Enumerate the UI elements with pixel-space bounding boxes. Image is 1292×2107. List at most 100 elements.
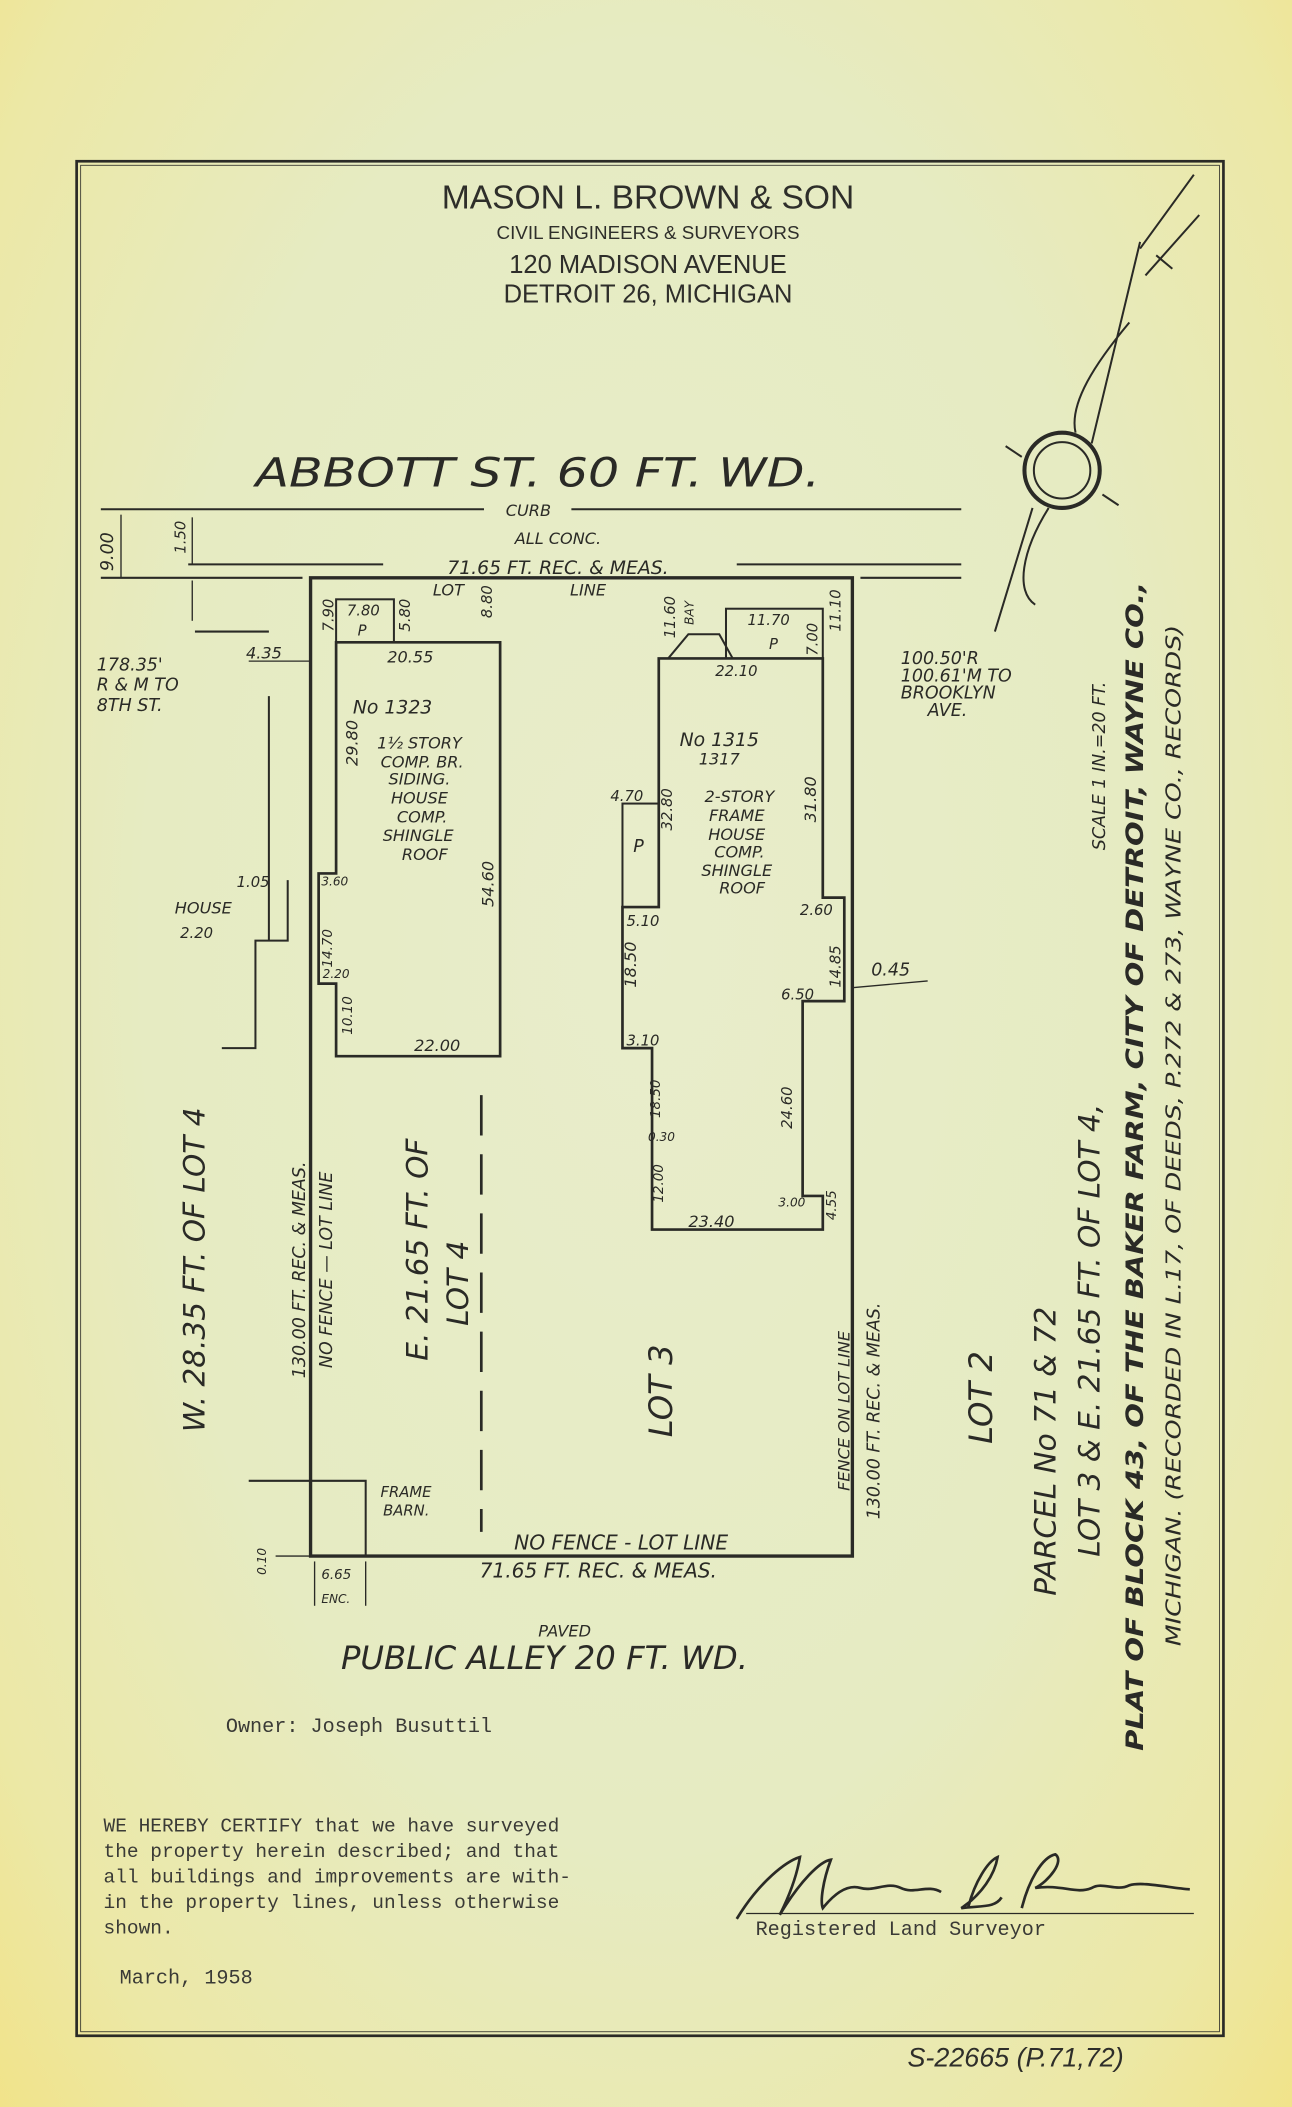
curb-label: CURB [506,501,551,520]
porch-1315-side [621,802,660,909]
dim: 32.80 [659,788,676,830]
dim: 7.90 [320,599,337,632]
dim: 22.10 [715,663,757,680]
dim: 0.30 [648,1130,675,1144]
alley-name: PUBLIC ALLEY 20 FT. WD. [341,1639,748,1677]
dim: 3.00 [778,1196,805,1210]
dim: 18.50 [649,1080,664,1118]
dim: 1.05 [237,874,270,891]
firm-address: 120 MADISON AVENUE [509,251,787,279]
dim: 11.10 [827,589,844,631]
dim: 6.65 [321,1568,351,1583]
certification-text: WE HEREBY CERTIFY that we have surveyed [104,1816,560,1838]
surveyor-signature [735,1852,1194,1920]
east-distance-note: AVE. [927,701,968,721]
certification-text: shown. [104,1918,174,1940]
house-1323-desc: HOUSE [391,789,449,808]
lot-label: LOT [433,580,465,599]
dim: 2.20 [323,967,350,981]
firm-subtitle: CIVIL ENGINEERS & SURVEYORS [497,222,800,243]
dim: P [633,837,644,857]
dim: 11.70 [748,612,790,629]
dim: 3.10 [627,1032,660,1049]
dim: 12.00 [652,1164,667,1202]
dim: 11.60 [662,596,679,638]
sheet-border-inner [80,164,1220,2033]
dim: 9.00 [98,532,118,571]
house-1323-desc: 1½ STORY [377,733,463,752]
dim: 6.50 [781,987,814,1004]
dim: 2.20 [180,925,213,942]
west-part-label: W. 28.35 FT. OF LOT 4 [177,1108,211,1433]
house-1315-desc: FRAME [709,806,765,825]
porch-1323 [335,598,395,644]
house-1315-desc: COMP. [714,842,764,861]
dim: 0.10 [255,1548,269,1575]
north-arrow-icon [993,174,1200,632]
east-distance-note: 100.61'M TO [901,666,1012,686]
lot-3-label: LOT 3 [642,1344,680,1437]
east-distance-note: BROOKLYN [901,684,996,704]
dim: 23.40 [688,1212,734,1231]
dim: 54.60 [478,861,497,907]
firm-name: MASON L. BROWN & SON [442,179,855,216]
house-1323-desc: ROOF [402,845,449,864]
line-label: LINE [570,580,607,599]
right-fence-note: FENCE ON LOT LINE [835,1330,854,1491]
neighbor-building-west [194,630,289,1050]
west-distance-note: R & M TO [97,676,179,696]
sheet-border [75,159,1225,2038]
dim: P [358,623,367,640]
left-side-dimension: 130.00 FT. REC. & MEAS. [290,1161,310,1378]
dim: 22.00 [414,1036,460,1055]
house-1323-desc: COMP. BR. [381,752,464,771]
right-side-dimension: 130.00 FT. REC. & MEAS. [864,1303,884,1520]
parcel-lots: LOT 3 & E. 21.65 FT. OF LOT 4, [1073,1104,1107,1557]
firm-city: DETROIT 26, MICHIGAN [504,280,793,308]
dim: 24.60 [779,1086,796,1128]
house-1315-number: No 1315 [680,730,759,751]
dim: BAY [683,599,697,625]
neighbor-house-label: HOUSE [175,899,233,918]
signature-caption: Registered Land Surveyor [756,1919,1046,1942]
dim: 3.60 [321,875,348,889]
parcel-boundary [308,576,855,1558]
dim: 4.70 [610,788,643,805]
house-1315-desc: ROOF [719,879,766,898]
house-1323-desc: SHINGLE [383,826,455,845]
certification-text: the property herein described; and that [104,1841,560,1863]
dim: 10.10 [341,996,356,1034]
dim: 14.85 [827,945,844,987]
rear-fence-note: NO FENCE - LOT LINE [514,1530,728,1554]
east-part-label: E. 21.65 FT. OF [401,1138,435,1361]
plat-description: PLAT OF BLOCK 43, OF THE BAKER FARM, CIT… [1121,582,1149,1751]
dim: 29.80 [343,720,362,766]
barn-label: BARN. [383,1503,429,1520]
porch-1315-front [724,607,824,660]
west-distance-note: 178.35' [97,656,163,676]
house-1323-number: No 1323 [353,698,432,719]
scale-note: SCALE 1 IN.=20 FT. [1090,682,1110,851]
barn-label: FRAME [380,1484,432,1501]
frame-barn [248,1479,367,1557]
house-1323-desc: COMP. [397,807,447,826]
certification-text: in the property lines, unless otherwise [104,1892,560,1914]
dim: 5.80 [397,599,414,632]
house-1315-outline [621,657,846,1231]
dim: 1.50 [173,521,190,554]
rear-line-label: 71.65 FT. REC. & MEAS. [480,1559,717,1583]
certification-text: all buildings and improvements are with- [104,1867,571,1889]
dim: 7.80 [347,602,380,619]
house-1315-desc: SHINGLE [701,861,773,880]
dim: 4.55 [825,1190,840,1220]
dim: 20.55 [387,647,433,666]
dim: 31.80 [801,776,820,822]
house-1315-desc: 2-STORY [705,787,776,806]
dim: 8.80 [479,585,496,618]
dim: 0.45 [871,961,910,981]
dim: 4.35 [246,643,282,662]
survey-date: March, 1958 [120,1967,253,1990]
paved-label: PAVED [538,1622,591,1641]
firm-header: MASON L. BROWN & SON CIVIL ENGINEERS & S… [442,179,855,308]
house-1323-outline [317,640,502,1058]
